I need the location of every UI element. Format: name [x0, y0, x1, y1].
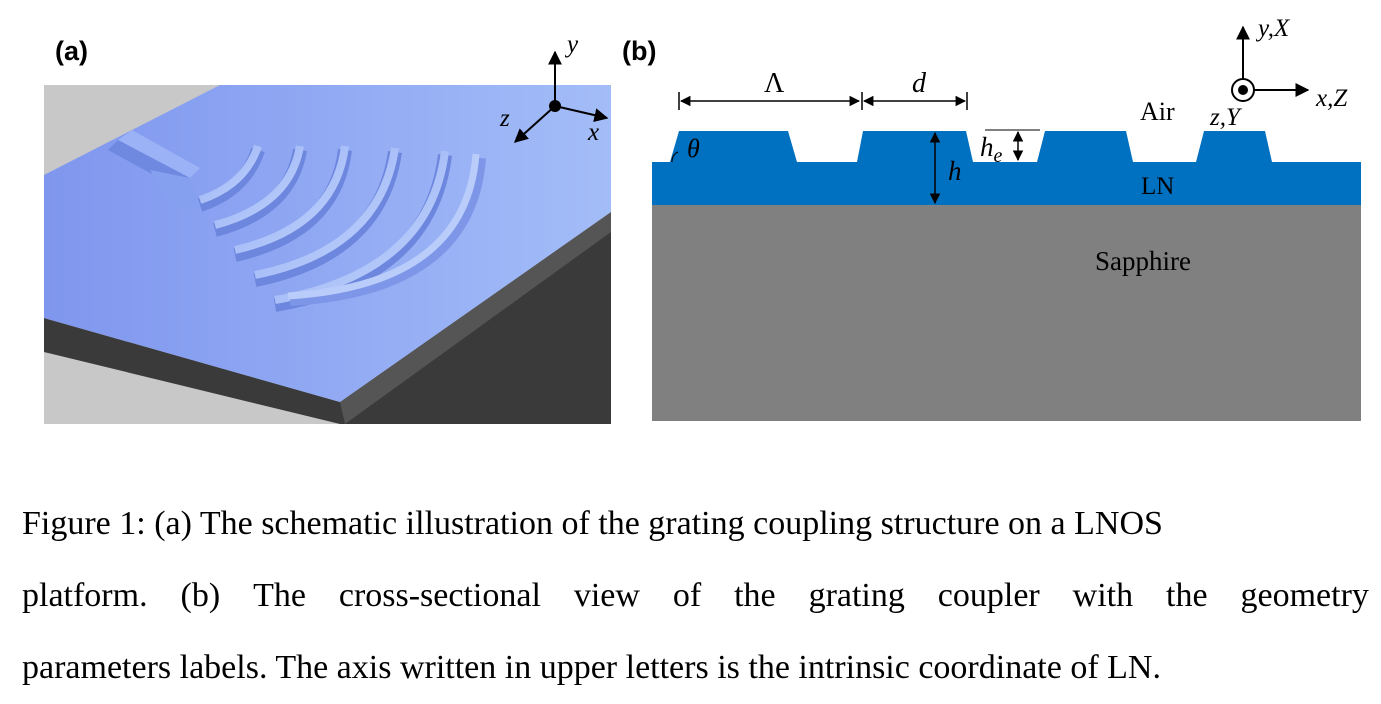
grating-teeth [670, 131, 1272, 162]
caption-line-3: parameters labels. The axis written in u… [22, 649, 1161, 686]
width-label: d [912, 68, 927, 99]
caption-word: view [573, 577, 640, 614]
sapphire-label: Sapphire [1095, 246, 1191, 276]
air-label: Air [1140, 97, 1175, 126]
axis-up-label: y,X [1255, 15, 1291, 42]
grating-arcs [197, 144, 486, 312]
caption-word: coupler [937, 577, 1040, 614]
axis-out-label: z,Y [1209, 104, 1243, 131]
panel-b-axes: y,X x,Z z,Y [1209, 15, 1348, 131]
angle-label: θ [687, 134, 700, 163]
etch-depth-label: he [980, 132, 1003, 167]
caption-word: the [1166, 577, 1208, 614]
caption-word: cross-sectional [338, 577, 541, 614]
period-label: Λ [764, 68, 785, 99]
caption-word: grating [808, 577, 905, 614]
caption-word: geometry [1240, 577, 1369, 614]
panel-a-axes: y z x [499, 31, 609, 146]
thickness-label: h [948, 156, 962, 186]
axis-z-label: z [499, 105, 510, 132]
panel-a-label: (a) [55, 36, 88, 66]
caption-word: The [253, 577, 306, 614]
caption-word: with [1072, 577, 1134, 614]
input-waveguide [118, 130, 200, 178]
caption-line-1: Figure 1: (a) The schematic illustration… [22, 505, 1163, 542]
substrate-side [44, 212, 611, 424]
ln-film [652, 162, 1361, 205]
panel-b-label: (b) [622, 36, 657, 66]
axis-right-label: x,Z [1315, 85, 1348, 112]
axis-x-label: x [587, 119, 599, 146]
panel-b-cross-section: Λ d θ h he Air LN Sapphire y,X x,Z z,Y [652, 15, 1361, 421]
figure-caption: Figure 1: (a) The schematic illustration… [22, 488, 1369, 704]
caption-word: of [672, 577, 702, 614]
caption-word: platform. [22, 577, 148, 614]
caption-word: the [734, 577, 776, 614]
figure-graphic: y z x Λ d θ h he Air L [44, 15, 1361, 424]
axis-y-label: y [564, 31, 579, 58]
panel-a-illustration: y z x [44, 31, 611, 424]
sapphire-substrate [652, 205, 1361, 421]
caption-word: (b) [180, 577, 221, 614]
ln-label: LN [1141, 173, 1174, 200]
